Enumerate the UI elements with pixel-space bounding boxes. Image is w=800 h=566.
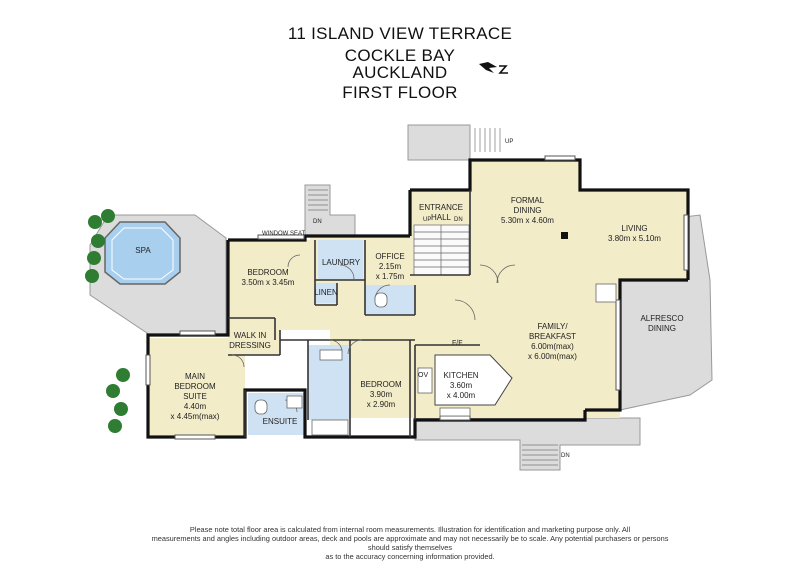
tree-icon: [85, 269, 99, 283]
column: [561, 232, 568, 239]
stairs-down-bottom-marker: DN: [561, 453, 570, 459]
office-label: OFFICE 2.15m x 1.75m: [375, 252, 405, 281]
formal-dining-label: FORMAL DINING 5.30m x 4.60m: [501, 196, 554, 225]
floor-level-title: FIRST FLOOR: [342, 83, 458, 102]
oven-marker: OV: [418, 372, 429, 379]
tree-icon: [114, 402, 128, 416]
entrance-stairs: [413, 224, 470, 276]
spa-pool: [104, 221, 181, 285]
rear-deck-top: [407, 124, 471, 161]
laundry-floor: [318, 240, 363, 280]
bedroom-2-label: BEDROOM 3.90m x 2.90m: [360, 380, 402, 409]
entrance-hall-label: ENTRANCE HALL: [418, 203, 463, 222]
main-bedroom-label: MAIN BEDROOM SUITE 4.40m x 4.45m(max): [170, 372, 220, 421]
entrance-down-marker: DN: [454, 217, 463, 223]
linen-label: LINEN: [314, 288, 338, 297]
disclaimer-line-2: measurements and angles including outdoo…: [151, 534, 669, 552]
tree-icon: [101, 209, 115, 223]
bottom-deck: [414, 417, 641, 471]
bath-floor: [365, 285, 415, 315]
alfresco-dining-label: ALFRESCO DINING: [640, 314, 684, 333]
entrance-up-marker: UP: [423, 217, 432, 223]
linen-floor: [315, 283, 337, 303]
window-seat-label: WINDOW SEAT: [262, 231, 306, 237]
family-breakfast-label: FAMILY/ BREAKFAST 6.00m(max) x 6.00m(max…: [528, 322, 577, 361]
spa-label: SPA: [135, 246, 151, 255]
tree-icon: [106, 384, 120, 398]
disclaimer: Please note total floor area is calculat…: [140, 525, 680, 561]
bedroom-1-label: BEDROOM 3.50m x 3.45m: [241, 268, 295, 287]
side-stairs: [308, 189, 328, 211]
laundry-label: LAUNDRY: [321, 258, 361, 267]
address-line-3: AUCKLAND: [352, 63, 448, 82]
interior-floor: [148, 160, 688, 435]
windows: [145, 155, 689, 440]
address-line-1: 11 ISLAND VIEW TERRACE: [287, 24, 513, 43]
north-arrow-icon: [479, 62, 508, 74]
kitchen-island: [434, 354, 513, 406]
top-stairs: [474, 128, 501, 152]
disclaimer-line-3: as to the accuracy concerning informatio…: [325, 552, 495, 561]
stairs-up-marker: UP: [505, 139, 514, 145]
tree-icon: [108, 419, 122, 433]
kitchen-label: KITCHEN 3.60m x 4.00m: [443, 371, 479, 400]
living-label: LIVING 3.80m x 5.10m: [608, 224, 661, 243]
disclaimer-line-1: Please note total floor area is calculat…: [189, 525, 631, 534]
tree-icon: [88, 215, 102, 229]
interior-walls: [228, 190, 480, 437]
tree-icon: [87, 251, 101, 265]
tree-icon: [91, 234, 105, 248]
bottom-stairs: [522, 444, 558, 466]
address-line-2: COCKLE BAY: [344, 46, 456, 65]
fridge-freezer-marker: F/F: [452, 340, 463, 347]
fixtures: [254, 283, 617, 436]
stairs-down-marker: DN: [313, 219, 322, 225]
ensuite-label: ENSUITE: [262, 417, 298, 426]
walk-in-dressing-label: WALK IN DRESSING: [229, 331, 271, 350]
trees: [85, 209, 130, 433]
tree-icon: [116, 368, 130, 382]
